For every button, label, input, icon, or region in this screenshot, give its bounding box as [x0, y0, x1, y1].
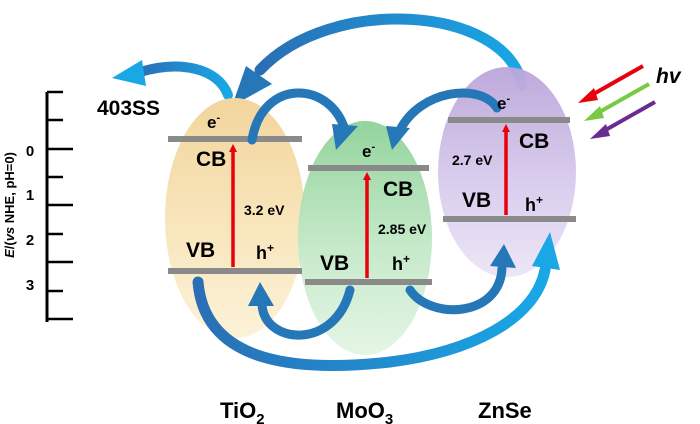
transfer-arrow-znse-cb-to-moo3-cb — [395, 88, 502, 135]
transfer-arrow-tio2-vb-to-znse-vb — [192, 264, 551, 371]
tio2-cb-label: CB — [196, 148, 226, 171]
light-ray-red — [589, 64, 644, 98]
tio2-name: TiO2 — [220, 398, 265, 424]
moo3-particle — [298, 121, 432, 355]
light-label: hv — [656, 65, 682, 88]
tio2-particle — [165, 98, 305, 338]
znse-hole: h+ — [525, 193, 543, 215]
tick-label-3: 3 — [26, 277, 34, 294]
moo3-band-gap: 2.85 eV — [378, 221, 427, 237]
tick-label-2: 2 — [26, 232, 34, 249]
reference-label: 403SS — [97, 97, 160, 120]
znse-cb-label: CB — [519, 130, 549, 153]
tick-label-1: 1 — [26, 187, 34, 204]
moo3-electron: e- — [362, 141, 375, 161]
moo3-name: MoO3 — [336, 398, 393, 424]
light-ray-green — [595, 82, 650, 116]
transfer-arrow-moo3-vb-to-znse-vb — [405, 263, 507, 315]
znse-electron: e- — [497, 93, 510, 113]
arrowhead-moo3-cb — [332, 124, 358, 150]
arrowhead-znse-vb — [490, 244, 516, 268]
tio2-electron: e- — [207, 112, 220, 132]
transfer-arrow-moo3-vb-to-tio2-vb — [257, 285, 355, 340]
axis-title: E/(vs NHE, pH=0) — [2, 152, 17, 258]
moo3-hole: h+ — [392, 252, 410, 274]
transfer-arrow-znse-cb-to-tio2-cb — [254, 13, 528, 91]
moo3-vb-label: VB — [320, 252, 349, 275]
band-lines — [168, 117, 576, 285]
znse-name: ZnSe — [478, 398, 532, 423]
transfer-arrow-tio2-to-403ss — [135, 61, 233, 100]
tio2-hole: h+ — [256, 241, 274, 263]
arrowhead-znse-vb-big — [532, 232, 560, 270]
tick-label-0: 0 — [26, 143, 34, 160]
tio2-band-gap: 3.2 eV — [244, 202, 285, 218]
axis-ticks — [47, 90, 73, 321]
energy-axis: 0 1 2 3 E/(vs NHE, pH=0) — [2, 90, 73, 322]
transfer-arrow-tio2-cb-to-moo3-cb — [247, 88, 350, 145]
arrowhead-tio2-vb — [248, 282, 274, 306]
moo3-cb-label: CB — [383, 178, 413, 201]
light-ray-red-head — [578, 88, 598, 103]
light-ray-green-head — [584, 106, 604, 121]
arrowhead-403ss — [112, 60, 146, 86]
znse-vb-label: VB — [462, 189, 491, 212]
light-ray-purple-head — [590, 124, 610, 139]
znse-band-gap: 2.7 eV — [452, 152, 493, 168]
tio2-vb-label: VB — [186, 239, 215, 262]
arrowhead-tio2-cb — [232, 66, 272, 106]
arrowhead-moo3-cb-right — [386, 126, 410, 150]
light-arrows — [578, 64, 656, 139]
light-ray-purple — [601, 100, 656, 134]
